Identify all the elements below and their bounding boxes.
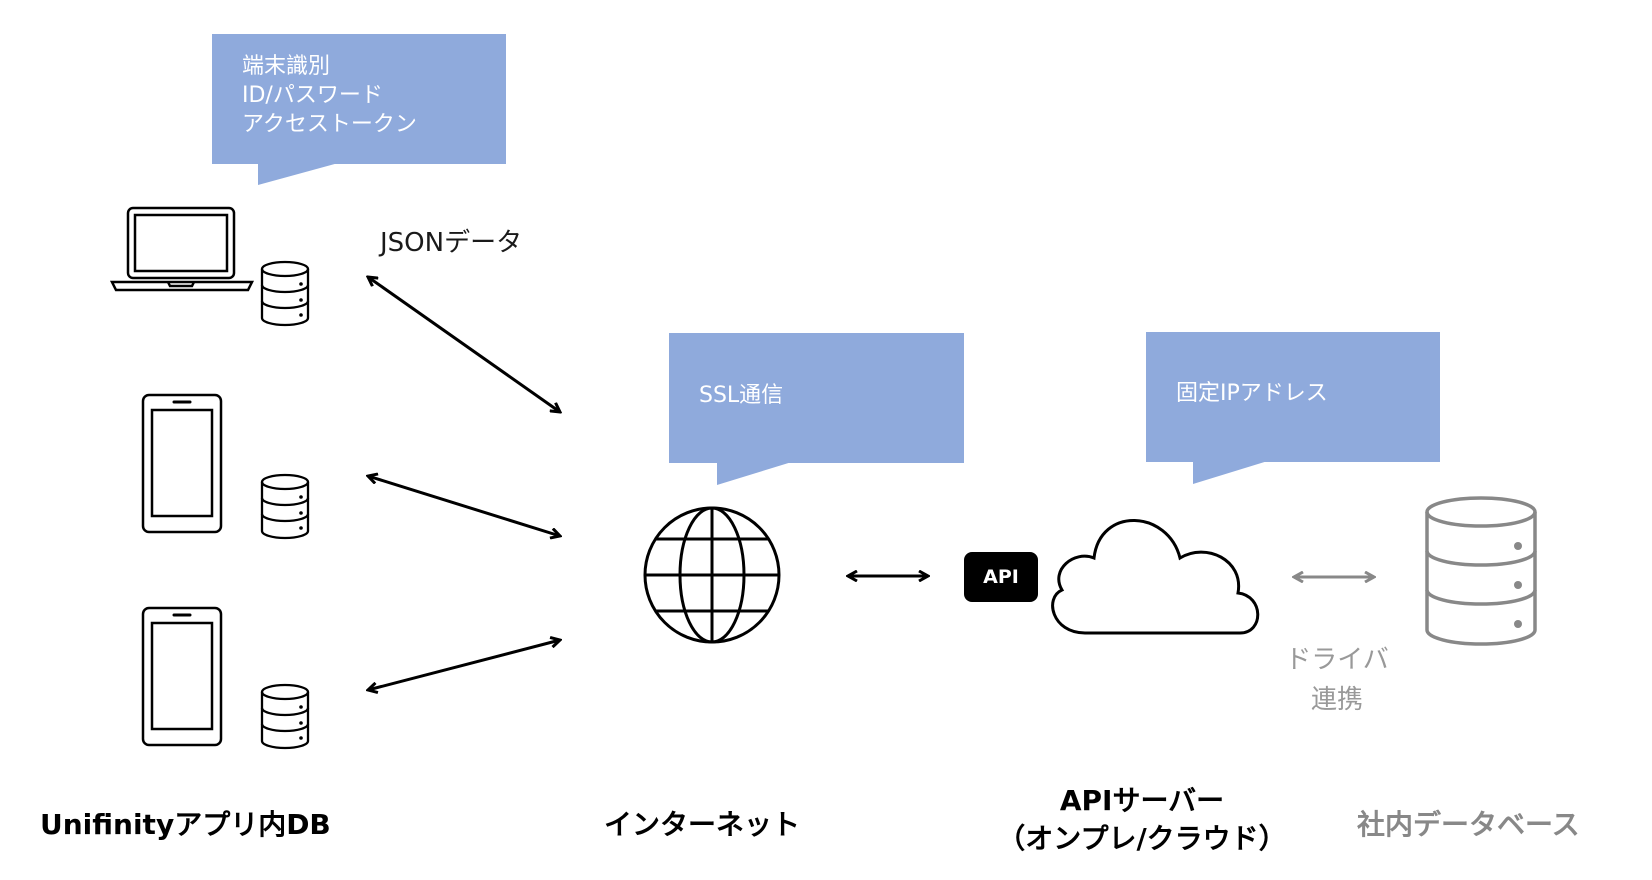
ssl-callout	[669, 333, 964, 485]
double-arrow-icon	[368, 277, 560, 412]
access-token-text: アクセストークン	[242, 112, 417, 137]
double-arrow-icon	[368, 476, 560, 536]
server-database-icon	[1425, 496, 1537, 646]
device-credential-callout	[212, 34, 506, 185]
globe-icon	[643, 506, 781, 644]
fixed-ip-text: 固定IPアドレス	[1176, 381, 1328, 406]
database-icon	[260, 473, 310, 540]
tablet-icon	[141, 393, 223, 534]
fixed-ip-callout	[1146, 332, 1440, 484]
cloud-icon	[1051, 519, 1260, 635]
api-server-subtitle: （オンプレ/クラウド）	[997, 822, 1287, 855]
company-db-label: 社内データベース	[1357, 808, 1580, 841]
app-db-label: Unifinityアプリ内DB	[40, 808, 331, 841]
database-icon	[260, 683, 310, 750]
api-server-label: APIサーバー （オンプレ/クラウド）	[982, 782, 1302, 858]
laptop-icon	[109, 206, 255, 292]
api-server-title: APIサーバー	[1059, 784, 1225, 817]
ssl-text: SSL通信	[699, 383, 784, 408]
device-id-text: 端末識別	[242, 54, 331, 79]
driver-link-label: ドライバ 連携	[1272, 640, 1402, 720]
driver-label-line: ドライバ	[1285, 645, 1389, 675]
internet-label: インターネット	[604, 808, 801, 841]
password-text: ID/パスワード	[242, 83, 383, 108]
driver-label-line: 連携	[1310, 685, 1363, 715]
api-badge: API	[964, 552, 1038, 602]
double-arrow-icon	[368, 640, 560, 690]
database-icon	[260, 260, 310, 327]
tablet-icon	[141, 606, 223, 747]
json-data-label: JSONデータ	[380, 228, 523, 258]
